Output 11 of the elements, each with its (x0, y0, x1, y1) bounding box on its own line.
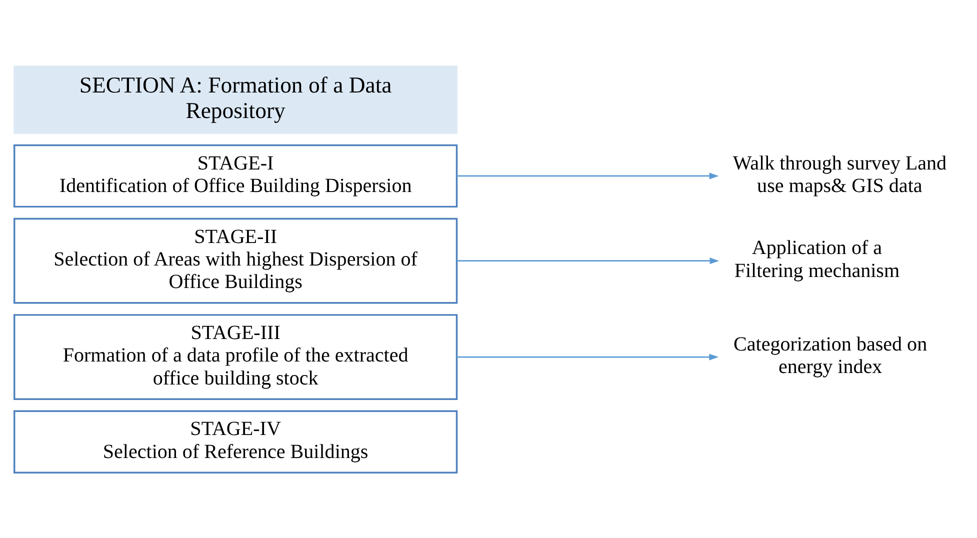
arrow (456, 172, 719, 179)
node-box: STAGE-II Selection of Areas with highest Dispersion of Office Buildings (14, 217, 458, 304)
node-box: SECTION A: Formation of a Data Repository (14, 65, 458, 134)
node-box: STAGE-IV Selection of Reference Buildings (14, 410, 458, 474)
node-box: STAGE-I Identification of Office Building Dispersion (14, 144, 458, 208)
node-text: Walk through survey Land use maps& GIS data (732, 152, 947, 196)
node-box: STAGE-III Formation of a data profile of the extracted office building stock (14, 314, 458, 400)
arrow (456, 257, 720, 264)
node-text: Categorization based on energy index (734, 332, 928, 378)
node-text: Application of a Filtering mechanism (734, 236, 900, 282)
arrow (456, 353, 719, 360)
